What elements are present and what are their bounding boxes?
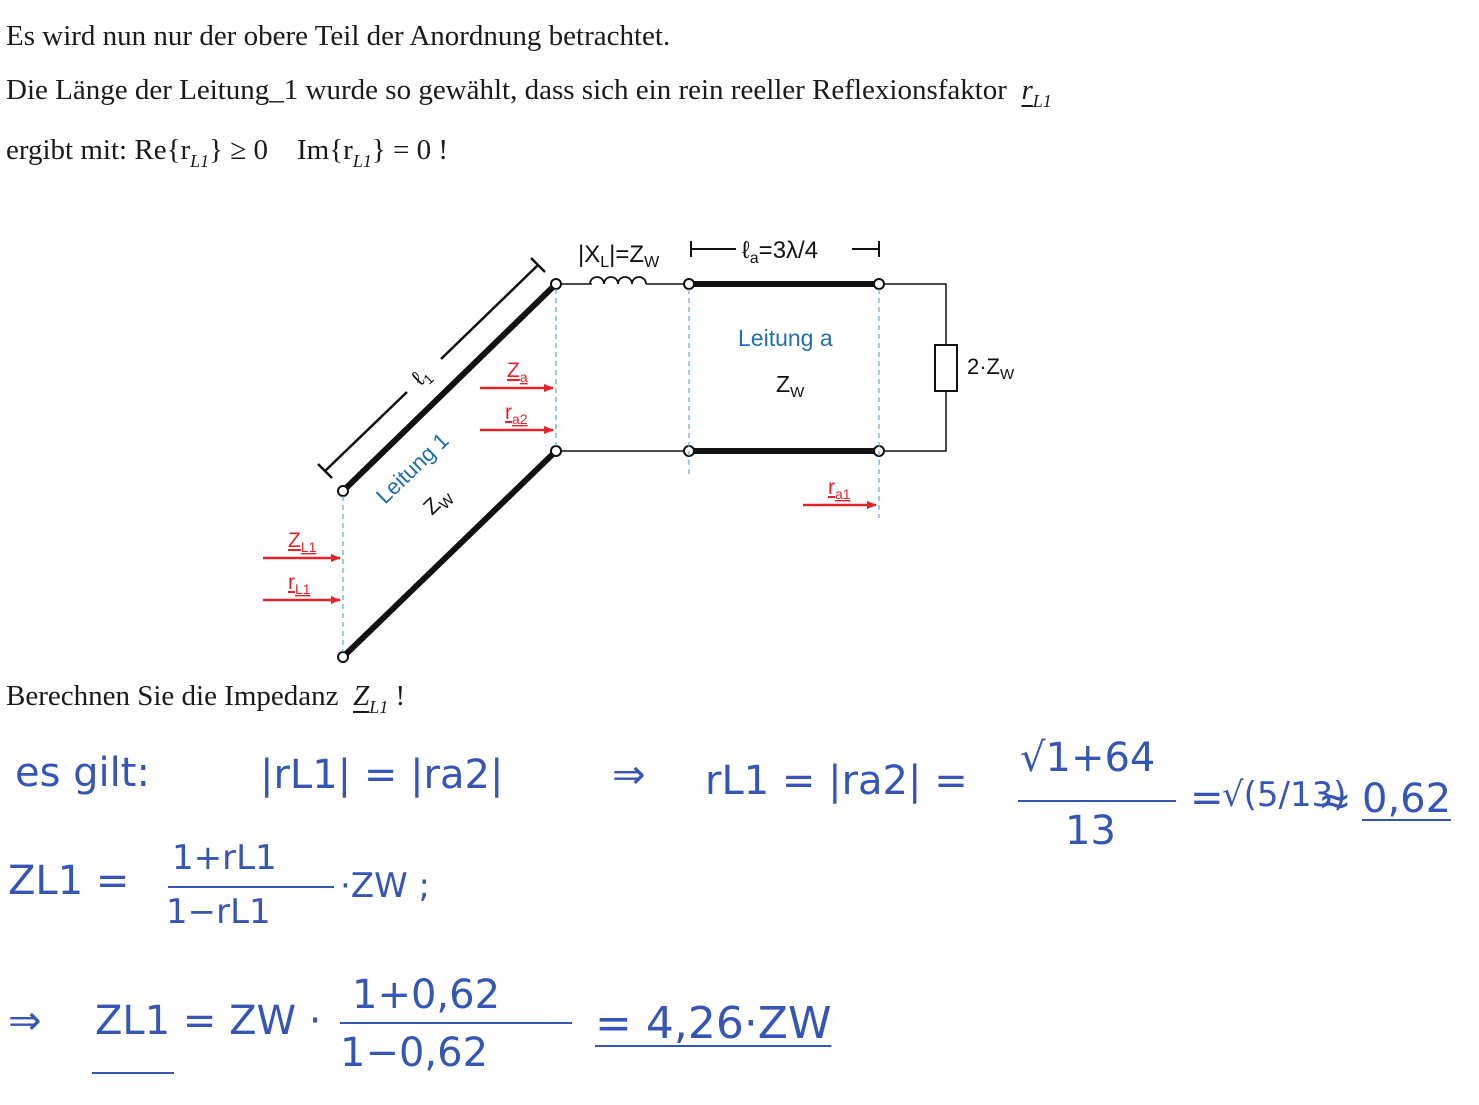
hand-approx: ≈ (1318, 778, 1352, 824)
condition-imag-tail: } = 0 ! (371, 134, 449, 166)
condition-real: Re{rL1} ≥ 0 (134, 134, 275, 171)
inductor-symbol (589, 276, 647, 285)
inductor-label: |XL|=ZW (578, 241, 660, 271)
hand-frac-4-denominator: 1−0,62 (340, 1030, 489, 1076)
leitung1-upper-conductor (340, 281, 559, 494)
hand-line-1-lhs: rL1 = |ra2| = (705, 758, 968, 804)
length-a-label: ℓa=3λ/4 (742, 237, 818, 267)
hand-frac-3-numerator: 1+rL1 (172, 838, 277, 878)
intro-line-3-text: ergibt mit: (6, 134, 128, 166)
hand-zl1-lhs-2: ZL1 = ZW · (95, 998, 322, 1044)
arrow-ra2-label: ra2 (505, 401, 528, 427)
condition-imag: Im{rL1} = 0 ! (297, 134, 449, 171)
condition-real-head: Re{r (134, 134, 191, 166)
intro-line-1-text: Es wird nun nur der obere Teil der Anord… (6, 20, 671, 52)
hand-line-1-equation: |rL1| = |ra2| (260, 752, 504, 798)
condition-imag-sub: L1 (352, 151, 372, 171)
hand-frac-1-denominator: 13 (1065, 808, 1116, 854)
length-1-dimension-b (440, 264, 539, 360)
length-1-dimension-a (324, 391, 408, 472)
hand-result-2: = 4,26·ZW (595, 998, 832, 1049)
arrow-za-label: Za (507, 359, 528, 385)
terminal (683, 278, 695, 290)
leitung-a-impedance: ZW (776, 371, 805, 401)
question-symbol-sub: L1 (369, 697, 389, 717)
length-1-label: ℓ1 (407, 362, 437, 393)
hand-zl1-lhs: ZL1 = (8, 858, 130, 904)
hand-frac-4-numerator: 1+0,62 (352, 972, 501, 1018)
hand-frac-3-bar (168, 886, 334, 888)
hand-implies-2: ⇒ (8, 998, 42, 1044)
intro-line-3: ergibt mit: Re{rL1} ≥ 0 Im{rL1} = 0 ! (6, 134, 448, 172)
condition-imag-head: Im{r (297, 134, 353, 166)
leitung1-lower-conductor (340, 448, 559, 660)
length-1-tick (317, 463, 333, 479)
leitung-1-impedance: ZW (418, 482, 459, 523)
terminal (337, 651, 349, 663)
terminal (873, 278, 885, 290)
intro-line-2-text: Die Länge der Leitung_1 wurde so gewählt… (6, 74, 1007, 106)
hand-eq-sign: = (1190, 775, 1224, 821)
leitung-a-name: Leitung a (738, 325, 833, 351)
hand-result-1: 0,62 (1362, 776, 1452, 822)
load-resistor (934, 344, 958, 392)
terminal (550, 278, 562, 290)
terminal (337, 485, 349, 497)
question-end: ! (395, 680, 406, 712)
question-symbol: Z (353, 680, 370, 712)
hand-frac-2: √(5/13) (1222, 775, 1347, 815)
question-line: Berechnen Sie die Impedanz ZL1 ! (6, 680, 405, 718)
load-label: 2·ZW (967, 354, 1015, 383)
arrow-ra1-label: ra1 (828, 476, 851, 502)
hand-frac-3-denominator: 1−rL1 (166, 892, 271, 932)
condition-real-tail: } ≥ 0 (209, 134, 269, 166)
question-text: Berechnen Sie die Impedanz (6, 680, 339, 712)
intro-line-1: Es wird nun nur der obere Teil der Anord… (6, 20, 670, 53)
hand-frac-1-bar (1018, 800, 1176, 802)
hand-line-1-prefix: es gilt: (15, 750, 150, 796)
hand-frac-1-numerator: √1+64 (1020, 735, 1156, 781)
terminal (550, 445, 562, 457)
arrow-rl1-label: rL1 (288, 571, 311, 597)
intro-line-2: Die Länge der Leitung_1 wurde so gewählt… (6, 74, 1052, 112)
hand-line-1-implies: ⇒ (612, 752, 646, 798)
hand-frac-3-tail: ·ZW ; (340, 866, 430, 906)
reflection-factor-symbol: r (1021, 74, 1033, 106)
arrow-zl1-label: ZL1 (288, 529, 317, 555)
hand-frac-4-bar (340, 1022, 572, 1024)
length-1-tick (530, 257, 546, 273)
reflection-factor-sub: L1 (1032, 91, 1052, 111)
condition-real-sub: L1 (190, 151, 210, 171)
hand-zl1-underline (92, 1072, 174, 1074)
